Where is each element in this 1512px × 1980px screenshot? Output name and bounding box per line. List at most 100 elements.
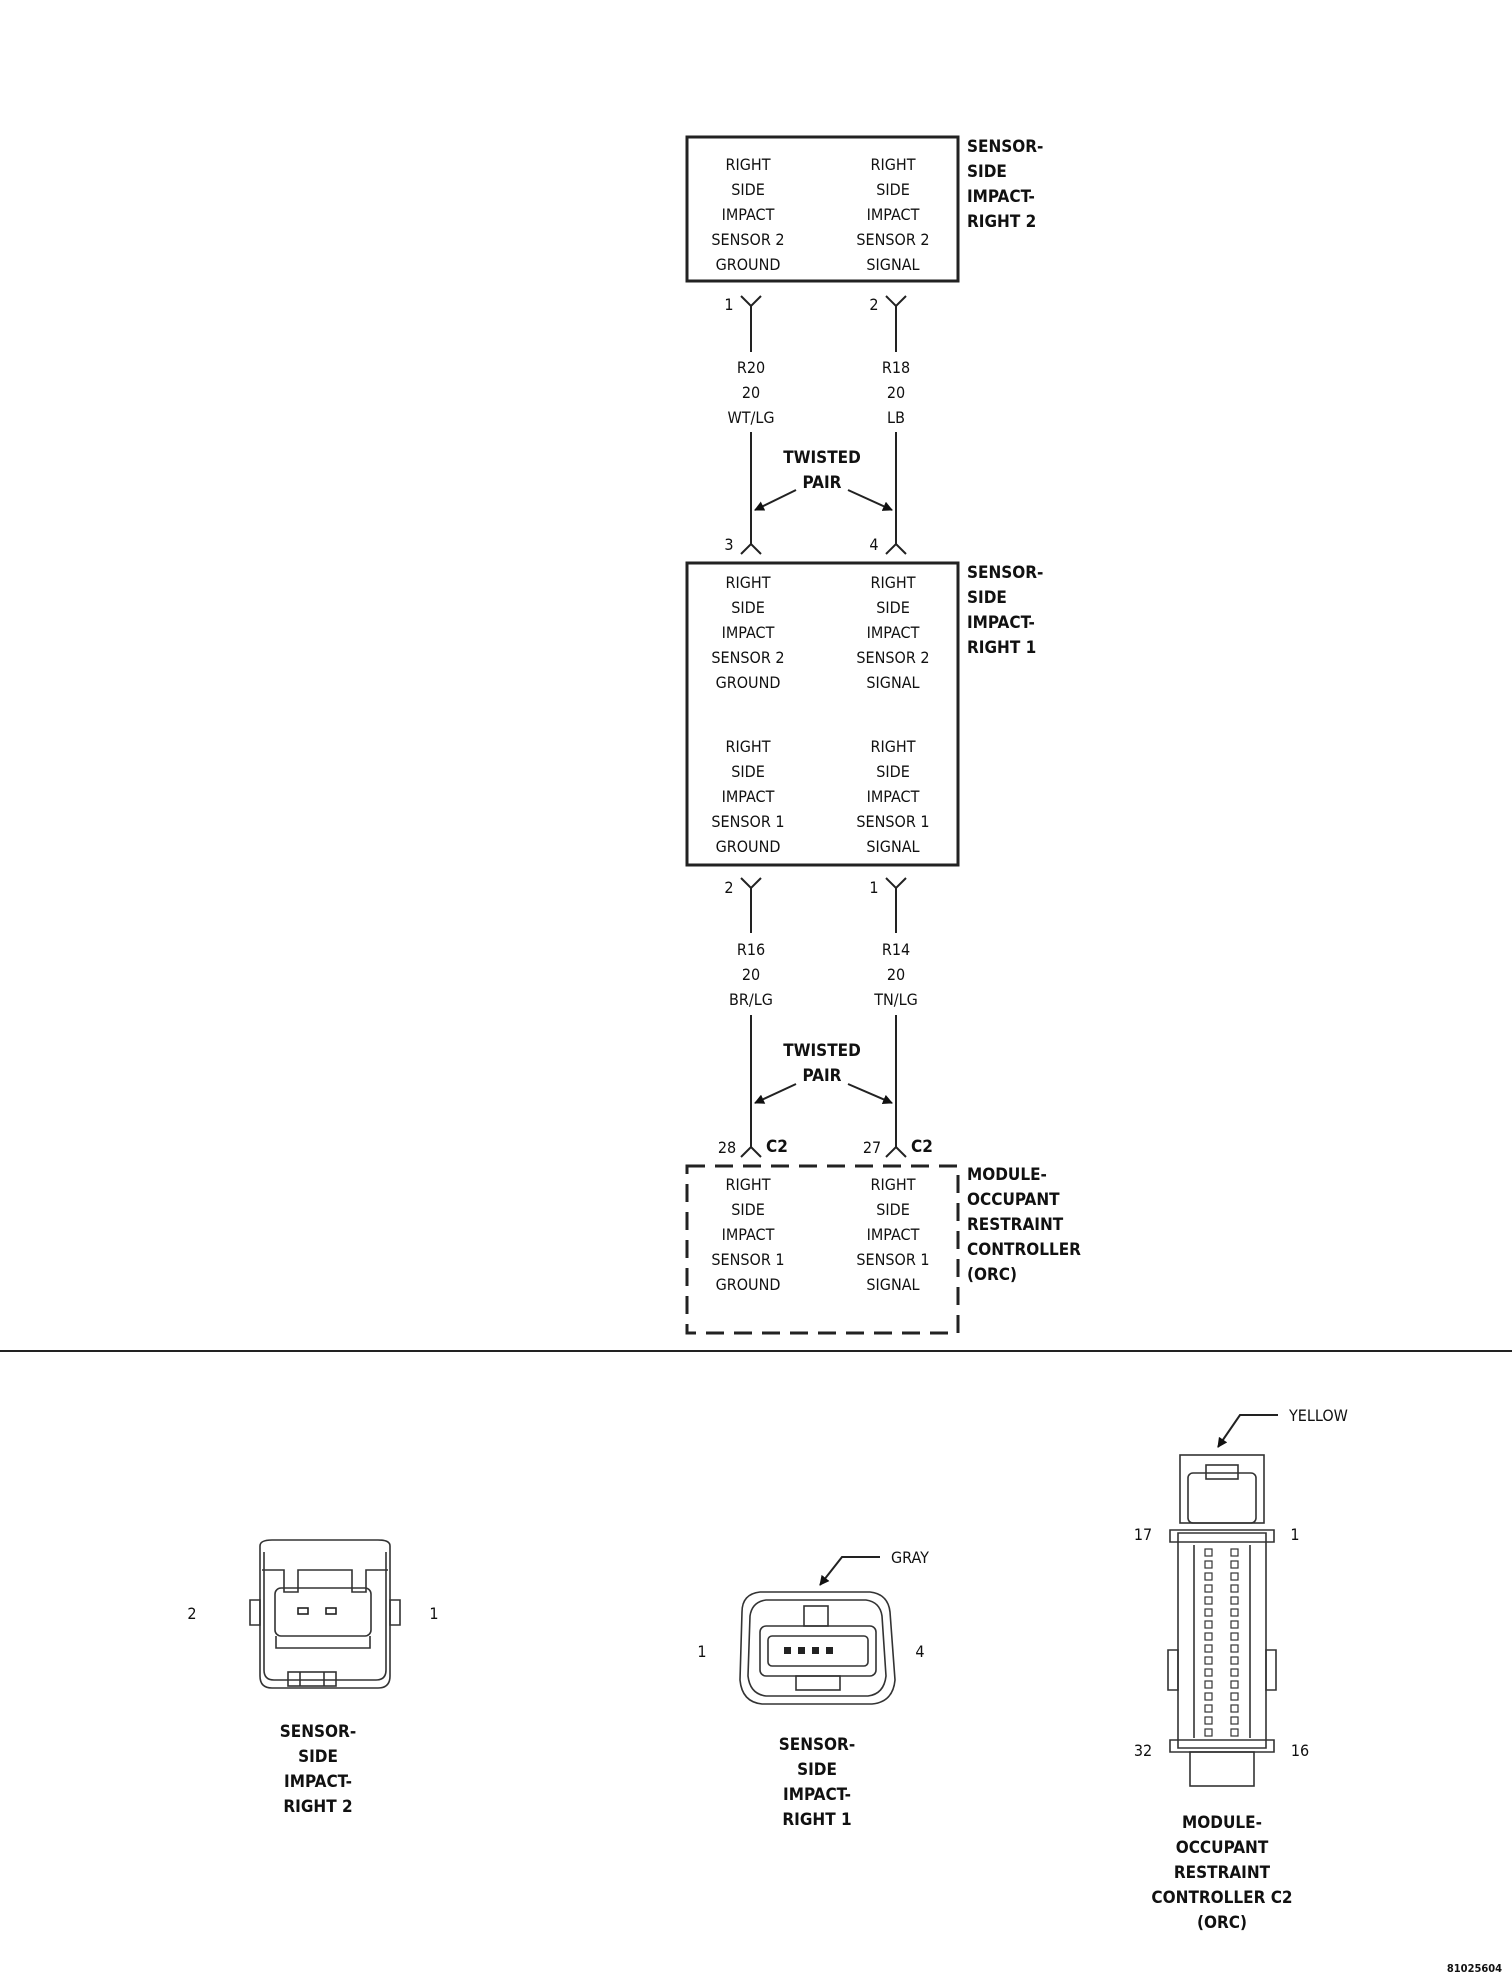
sensor-right1-block: RIGHT SIDE IMPACT SENSOR 2 GROUND RIGHT … xyxy=(685,561,1043,867)
svg-text:SIGNAL: SIGNAL xyxy=(866,1275,919,1294)
svg-text:SIDE: SIDE xyxy=(876,180,910,199)
sensor-right2-block: RIGHT SIDE IMPACT SENSOR 2 GROUND RIGHT … xyxy=(685,135,1043,283)
svg-text:RIGHT: RIGHT xyxy=(870,1175,915,1194)
connector-orc-c2-pin-17: 17 xyxy=(1134,1525,1152,1544)
connector-right1-caption: SENSOR- SIDE IMPACT- RIGHT 1 xyxy=(779,1735,855,1830)
svg-text:RIGHT 1: RIGHT 1 xyxy=(782,1810,851,1830)
svg-text:2: 2 xyxy=(869,295,878,314)
connector-right1-color: GRAY xyxy=(891,1548,929,1567)
sensor-right1-title: SENSOR- SIDE IMPACT- RIGHT 1 xyxy=(967,563,1043,658)
orc-block: RIGHT SIDE IMPACT SENSOR 1 GROUND RIGHT … xyxy=(685,1164,1081,1335)
svg-text:SENSOR-: SENSOR- xyxy=(967,137,1043,157)
svg-text:SIDE: SIDE xyxy=(876,762,910,781)
svg-text:1: 1 xyxy=(724,295,733,314)
svg-text:SIGNAL: SIGNAL xyxy=(866,255,919,274)
connector-right1-pin-4: 4 xyxy=(915,1642,924,1661)
svg-text:SENSOR-: SENSOR- xyxy=(967,563,1043,583)
svg-text:SENSOR-: SENSOR- xyxy=(280,1722,356,1742)
svg-text:(ORC): (ORC) xyxy=(967,1265,1017,1285)
orc-c2-cavity xyxy=(1204,1668,1213,1677)
svg-text:IMPACT: IMPACT xyxy=(867,1225,920,1244)
svg-text:20: 20 xyxy=(887,383,905,402)
orc-c2-cavity xyxy=(1230,1548,1239,1557)
sensor-right1-sensor2-ground: RIGHT SIDE IMPACT SENSOR 2 GROUND xyxy=(711,573,784,692)
svg-text:SENSOR 2: SENSOR 2 xyxy=(711,230,784,249)
connector-orc-c2-pin-16: 16 xyxy=(1291,1741,1309,1760)
svg-text:SIDE: SIDE xyxy=(731,180,765,199)
svg-text:1: 1 xyxy=(869,878,878,897)
twisted-pair-lower: TWISTED PAIR xyxy=(754,1041,893,1105)
connector-orc-c2-caption: MODULE- OCCUPANT RESTRAINT CONTROLLER C2… xyxy=(1151,1813,1292,1933)
connector-orc-c2-color: YELLOW xyxy=(1288,1406,1348,1425)
svg-text:R18: R18 xyxy=(882,358,910,377)
pin-sensor-right1-1: 1 xyxy=(869,877,907,933)
svg-text:IMPACT: IMPACT xyxy=(867,623,920,642)
connector-orc-c2-color-callout: YELLOW xyxy=(1217,1406,1348,1448)
pin-orc-c2-28: 28 C2 xyxy=(718,1137,788,1158)
svg-text:C2: C2 xyxy=(911,1137,933,1157)
orc-c2-cavity xyxy=(1204,1620,1213,1629)
svg-text:RIGHT: RIGHT xyxy=(725,573,770,592)
svg-text:R14: R14 xyxy=(882,940,910,959)
svg-text:SENSOR 1: SENSOR 1 xyxy=(856,812,929,831)
svg-text:IMPACT-: IMPACT- xyxy=(783,1785,851,1805)
svg-text:RIGHT: RIGHT xyxy=(725,155,770,174)
wire-r18-label: R18 20 LB xyxy=(882,358,910,427)
svg-text:IMPACT: IMPACT xyxy=(867,205,920,224)
svg-text:20: 20 xyxy=(742,383,760,402)
orc-c2-cavity xyxy=(1204,1680,1213,1689)
svg-text:RIGHT 2: RIGHT 2 xyxy=(967,212,1036,232)
svg-text:CONTROLLER C2: CONTROLLER C2 xyxy=(1151,1888,1292,1908)
orc-c2-cavity xyxy=(1204,1548,1213,1557)
orc-c2-cavity xyxy=(1230,1632,1239,1641)
svg-text:GROUND: GROUND xyxy=(716,1275,781,1294)
sensor-right1-sensor1-signal: RIGHT SIDE IMPACT SENSOR 1 SIGNAL xyxy=(856,737,929,856)
orc-c2-cavity xyxy=(1230,1656,1239,1665)
connector-view-right2: 2 1 SENSOR- SIDE IMPACT- RIGHT 2 xyxy=(187,1539,439,1817)
svg-text:27: 27 xyxy=(863,1138,881,1157)
orc-c2-cavity xyxy=(1204,1596,1213,1605)
svg-text:RIGHT: RIGHT xyxy=(725,1175,770,1194)
svg-text:GROUND: GROUND xyxy=(716,255,781,274)
orc-c2-cavity xyxy=(1204,1572,1213,1581)
svg-text:LB: LB xyxy=(887,408,905,427)
svg-text:BR/LG: BR/LG xyxy=(729,990,773,1009)
orc-c2-cavity xyxy=(1204,1560,1213,1569)
svg-text:TWISTED: TWISTED xyxy=(783,1041,861,1061)
svg-text:MODULE-: MODULE- xyxy=(967,1165,1047,1185)
svg-text:20: 20 xyxy=(742,965,760,984)
svg-text:OCCUPANT: OCCUPANT xyxy=(1176,1838,1269,1858)
connector-right1-pin-1: 1 xyxy=(697,1642,706,1661)
pin-sensor-right1-3: 3 xyxy=(724,535,762,555)
orc-c2-cavity xyxy=(1204,1728,1213,1737)
twisted-pair-upper: TWISTED PAIR xyxy=(754,448,893,511)
svg-text:RESTRAINT: RESTRAINT xyxy=(1174,1863,1271,1883)
svg-text:R16: R16 xyxy=(737,940,765,959)
svg-text:SENSOR 2: SENSOR 2 xyxy=(856,648,929,667)
orc-c2-cavity xyxy=(1204,1656,1213,1665)
connector-orc-c2-outline xyxy=(1167,1454,1277,1787)
svg-text:MODULE-: MODULE- xyxy=(1182,1813,1262,1833)
orc-c2-cavity xyxy=(1230,1584,1239,1593)
wire-r20-label: R20 20 WT/LG xyxy=(727,358,774,427)
sensor-right1-sensor2-signal: RIGHT SIDE IMPACT SENSOR 2 SIGNAL xyxy=(856,573,929,692)
connector-orc-c2-cavities xyxy=(1204,1548,1239,1737)
svg-text:RIGHT: RIGHT xyxy=(870,573,915,592)
orc-c2-cavity xyxy=(1230,1680,1239,1689)
svg-text:IMPACT-: IMPACT- xyxy=(284,1772,352,1792)
sensor-right1-box xyxy=(685,561,960,867)
svg-text:SENSOR 1: SENSOR 1 xyxy=(856,1250,929,1269)
orc-c2-cavity xyxy=(1204,1704,1213,1713)
svg-text:C2: C2 xyxy=(766,1137,788,1157)
wire-r14-label: R14 20 TN/LG xyxy=(873,940,918,1009)
svg-text:PAIR: PAIR xyxy=(803,1066,842,1086)
svg-text:SIDE: SIDE xyxy=(967,588,1007,608)
svg-text:SENSOR 1: SENSOR 1 xyxy=(711,1250,784,1269)
svg-text:SIDE: SIDE xyxy=(876,1200,910,1219)
svg-text:RIGHT: RIGHT xyxy=(725,737,770,756)
svg-text:IMPACT: IMPACT xyxy=(722,787,775,806)
connector-right1-color-callout: GRAY xyxy=(819,1548,929,1586)
wire-r16-label: R16 20 BR/LG xyxy=(729,940,773,1009)
svg-text:2: 2 xyxy=(724,878,733,897)
orc-c2-cavity xyxy=(1204,1716,1213,1725)
